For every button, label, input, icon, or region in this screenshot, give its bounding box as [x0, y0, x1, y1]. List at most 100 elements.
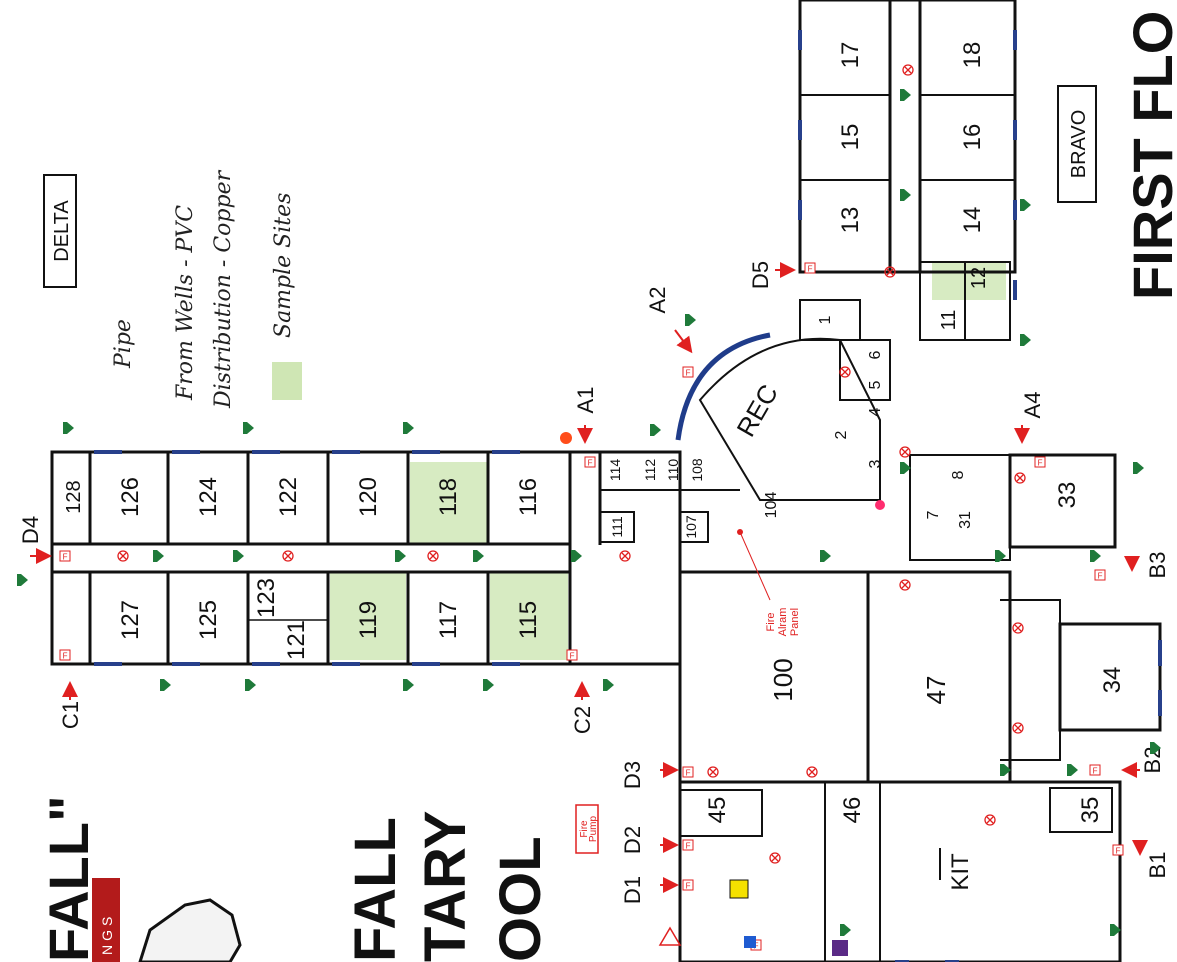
fire-alarm-icon — [682, 839, 694, 851]
room-8: 8 — [950, 470, 967, 479]
school-name-line-3: OOL — [488, 836, 553, 962]
room-117: 117 — [435, 601, 462, 639]
room-labels: 128 126 124 122 120 118 116 127 125 123 … — [63, 42, 1126, 891]
room-6: 6 — [867, 350, 884, 359]
room-116: 116 — [515, 478, 542, 516]
floor-title: FIRST FLO — [1121, 11, 1177, 300]
door-icon — [63, 422, 74, 434]
door-icon — [160, 679, 171, 691]
entrance-a4: A4 — [1020, 392, 1045, 419]
entrance-d4: D4 — [18, 516, 43, 544]
fire-extinguisher-icon — [282, 550, 294, 562]
svg-text:Fire: Fire — [579, 820, 590, 838]
svg-text:Panel: Panel — [789, 608, 801, 636]
room-114: 114 — [607, 459, 623, 482]
room-16: 16 — [959, 124, 986, 151]
fire-extinguisher-icon — [899, 446, 911, 458]
fire-alarm-icon — [1112, 844, 1124, 856]
room-45: 45 — [704, 797, 731, 824]
entrance-c1: C1 — [58, 701, 83, 729]
fire-extinguisher-icon — [839, 366, 851, 378]
door-icon — [473, 550, 484, 562]
door-icon — [483, 679, 494, 691]
door-icon — [571, 550, 582, 562]
windows — [94, 30, 1162, 962]
room-110: 110 — [665, 459, 681, 482]
room-1: 1 — [817, 315, 834, 324]
door-icon — [1020, 199, 1031, 211]
door-icon — [245, 679, 256, 691]
door-icon — [1067, 764, 1078, 776]
room-107: 107 — [683, 515, 699, 539]
legend-distribution-copper: Distribution - Copper — [211, 169, 236, 409]
entrance-b3: B3 — [1145, 552, 1170, 579]
entrance-a2: A2 — [645, 287, 670, 314]
room-7: 7 — [925, 510, 942, 519]
zone-delta-box: DELTA — [43, 174, 77, 288]
fire-alarm-icon — [1094, 569, 1106, 581]
fire-alarm-icon — [682, 366, 694, 378]
fire-alarm-icon — [1089, 764, 1101, 776]
room-12: 12 — [968, 267, 990, 289]
legend-sample-sites: Sample Sites — [271, 193, 296, 338]
entrance-d3: D3 — [620, 761, 645, 789]
school-tagline: NGS — [99, 913, 115, 955]
room-11: 11 — [938, 310, 960, 331]
sample-site-shading — [330, 262, 1006, 660]
handwritten-legend: Pipe From Wells - PVC Distribution - Cop… — [111, 169, 302, 409]
sprinkler-riser-marker — [729, 879, 749, 899]
room-124: 124 — [195, 477, 222, 517]
door-icon — [395, 550, 406, 562]
room-5: 5 — [867, 380, 884, 389]
fire-pump-label: Fire Pump — [575, 804, 599, 854]
school-logo: FALL" NGS FALL TARY OOL — [37, 795, 553, 962]
fire-extinguisher-icon — [427, 550, 439, 562]
fire-alarm-icon — [566, 649, 578, 661]
room-112: 112 — [642, 459, 658, 482]
room-18: 18 — [959, 42, 986, 69]
room-104: 104 — [763, 492, 780, 519]
door-icon — [233, 550, 244, 562]
room-13: 13 — [837, 207, 864, 234]
door-icon — [1133, 462, 1144, 474]
room-17: 17 — [837, 42, 864, 69]
door-icon — [1090, 550, 1101, 562]
entrance-markers: A1 A2 A4 B1 B2 B3 C1 C2 D1 D2 D3 D4 D5 — [18, 261, 1170, 904]
entrance-b1: B1 — [1145, 852, 1170, 879]
room-34: 34 — [1099, 667, 1126, 694]
door-icon — [603, 679, 614, 691]
door-icon — [840, 924, 851, 936]
entrance-d2: D2 — [620, 826, 645, 854]
svg-text:Pump: Pump — [588, 816, 599, 843]
room-126: 126 — [117, 477, 144, 517]
door-icon — [820, 550, 831, 562]
door-icon — [1020, 334, 1031, 346]
fire-alarm-icon — [584, 456, 596, 468]
room-128: 128 — [63, 480, 85, 513]
room-123: 123 — [253, 578, 280, 618]
entrance-a1: A1 — [573, 387, 598, 414]
entrance-c2: C2 — [570, 706, 595, 734]
entrance-d1: D1 — [620, 876, 645, 904]
fire-extinguisher-icon — [1014, 472, 1026, 484]
room-35: 35 — [1077, 797, 1104, 824]
room-125: 125 — [195, 600, 222, 640]
fire-alarm-icon — [59, 649, 71, 661]
room-15: 15 — [837, 124, 864, 151]
room-118: 118 — [435, 478, 462, 516]
fire-alarm-icon — [804, 262, 816, 274]
panel-marker — [832, 940, 848, 956]
fire-alarm-icon — [682, 879, 694, 891]
room-127: 127 — [117, 600, 144, 640]
fire-alarm-icon — [1034, 456, 1046, 468]
fire-alarm-panel-label: Fire Alram Panel — [737, 529, 801, 636]
room-31: 31 — [957, 511, 974, 529]
door-icon — [243, 422, 254, 434]
legend-wells-pvc: From Wells - PVC — [173, 205, 198, 401]
fire-alarm-icon — [682, 766, 694, 778]
fire-extinguisher-icon — [899, 579, 911, 591]
room-33: 33 — [1054, 482, 1081, 509]
fire-alarm-icon — [59, 550, 71, 562]
room-47: 47 — [921, 676, 951, 705]
